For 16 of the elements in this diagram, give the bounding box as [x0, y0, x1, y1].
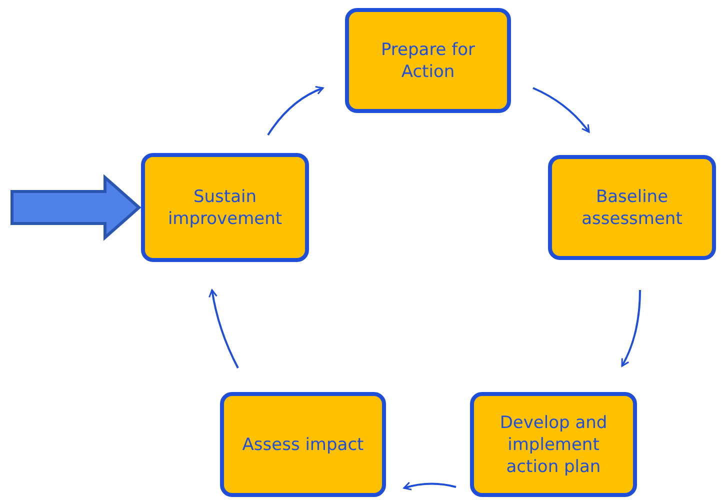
curved-arrow [403, 482, 456, 491]
curved-arrow [267, 86, 324, 136]
box-label: Baseline assessment [580, 186, 684, 230]
curved-arrow [532, 87, 590, 133]
box-label: Prepare for Action [380, 38, 476, 82]
process-box [220, 392, 386, 497]
process-box [548, 155, 716, 260]
box-label: Sustain improvement [166, 186, 284, 230]
box-label: Develop and implement action plan [498, 412, 608, 478]
process-box [141, 153, 309, 262]
process-box [470, 392, 637, 497]
curved-arrow [208, 289, 239, 368]
block-arrow [10, 174, 142, 241]
box-label: Assess impact [242, 434, 364, 456]
curved-arrow [621, 290, 641, 367]
process-box [345, 8, 511, 113]
